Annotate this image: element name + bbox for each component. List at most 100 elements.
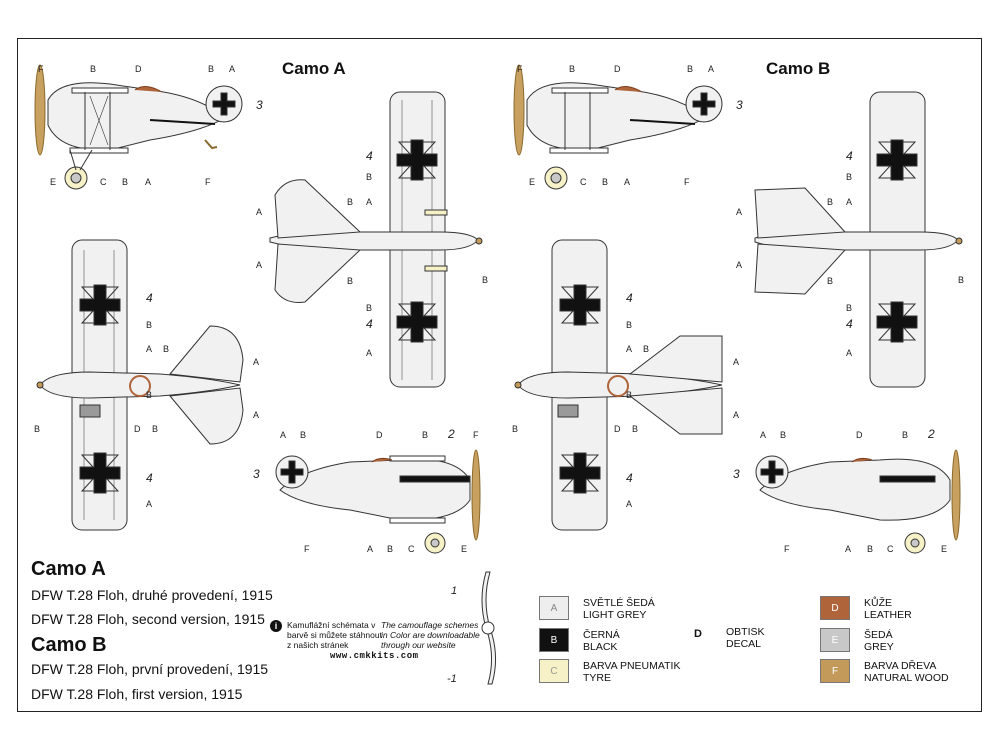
svg-text:F: F	[304, 544, 310, 554]
svg-text:A: A	[736, 207, 742, 217]
note-en-line1: The camouflage schemes	[381, 620, 479, 630]
note-en-line3: through our website	[381, 640, 456, 650]
svg-text:A: A	[624, 177, 630, 187]
svg-text:C: C	[408, 544, 415, 554]
svg-text:A: A	[146, 344, 152, 354]
camo-b-heading: Camo B	[766, 59, 831, 78]
svg-text:B: B	[512, 424, 518, 434]
camo-a-side-callouts: F B D B A 3 E C B A F	[38, 64, 263, 187]
svg-text:D: D	[134, 424, 141, 434]
svg-text:A: A	[367, 544, 373, 554]
svg-text:B: B	[146, 390, 152, 400]
svg-text:4: 4	[146, 471, 153, 485]
key-black-en: BLACK	[583, 641, 618, 653]
svg-text:2: 2	[927, 427, 935, 441]
key-grey: ŠEDÁ GREY	[864, 629, 894, 653]
legend-camo-a-title: Camo A	[31, 558, 106, 580]
svg-text:D: D	[135, 64, 142, 74]
svg-text:C: C	[100, 177, 107, 187]
svg-text:A: A	[846, 348, 852, 358]
note-cz-line1: Kamuflážní schémata v	[287, 620, 376, 630]
key-light-grey: SVĚTLÉ ŠEDÁ LIGHT GREY	[583, 597, 655, 621]
svg-text:A: A	[253, 357, 259, 367]
key-leather-cz: KŮŽE	[864, 597, 893, 609]
svg-text:B: B	[90, 64, 96, 74]
svg-text:B: B	[366, 303, 372, 313]
svg-text:-1: -1	[447, 673, 457, 685]
svg-text:B: B	[846, 172, 852, 182]
svg-text:B: B	[347, 276, 353, 286]
svg-text:4: 4	[366, 317, 373, 331]
key-leather: KŮŽE LEATHER	[864, 597, 912, 621]
svg-text:A: A	[256, 260, 262, 270]
svg-text:A: A	[845, 544, 851, 554]
legend-camo-b-line1: DFW T.28 Floh, první provedení, 1915	[31, 661, 269, 677]
svg-text:B: B	[163, 344, 169, 354]
propeller-wood	[34, 64, 46, 156]
svg-text:B: B	[300, 430, 306, 440]
svg-text:4: 4	[846, 149, 853, 163]
svg-text:B: B	[146, 320, 152, 330]
decal-marker: D	[694, 628, 702, 640]
svg-text:E: E	[529, 177, 535, 187]
svg-text:F: F	[784, 544, 790, 554]
svg-text:C: C	[887, 544, 894, 554]
svg-text:B: B	[366, 172, 372, 182]
key-decal-cz: OBTISK	[726, 626, 765, 638]
key-natural-wood-en: NATURAL WOOD	[864, 672, 949, 684]
note-en-line2: in Color are downloadable	[381, 630, 480, 640]
key-natural-wood-cz: BARVA DŘEVA	[864, 660, 937, 672]
svg-text:A: A	[229, 64, 235, 74]
key-light-grey-en: LIGHT GREY	[583, 609, 647, 621]
svg-text:3: 3	[733, 467, 740, 481]
svg-text:D: D	[614, 64, 621, 74]
swatch-black: B	[539, 628, 569, 652]
svg-text:A: A	[733, 357, 739, 367]
svg-text:B: B	[122, 177, 128, 187]
svg-text:B: B	[152, 424, 158, 434]
key-decal-en: DECAL	[726, 638, 762, 650]
svg-text:A: A	[280, 430, 286, 440]
svg-text:4: 4	[626, 471, 633, 485]
svg-text:3: 3	[253, 467, 260, 481]
svg-text:B: B	[626, 390, 632, 400]
svg-text:B: B	[569, 64, 575, 74]
camo-a-side2-callouts: A B D B 2 F 3 F A B C E	[253, 427, 479, 554]
svg-text:B: B	[958, 275, 964, 285]
note-english: The camouflage schemes in Color are down…	[381, 620, 480, 650]
svg-text:2: 2	[447, 427, 455, 441]
propeller-detail	[481, 571, 496, 685]
svg-text:B: B	[643, 344, 649, 354]
legend-camo-b-title: Camo B	[31, 634, 107, 656]
propeller-callouts: 1 -1	[447, 585, 457, 685]
swatch-light-grey: A	[539, 596, 569, 620]
svg-text:B: B	[602, 177, 608, 187]
svg-text:A: A	[846, 197, 852, 207]
camo-a-heading: Camo A	[282, 59, 346, 78]
camo-a-side-view-right	[275, 449, 481, 554]
key-tyre-cz: BARVA PNEUMATIK	[583, 660, 681, 672]
svg-text:B: B	[867, 544, 873, 554]
camo-a-top-callouts: 4 B A B A A B B 4 A B	[256, 149, 488, 358]
key-tyre: BARVA PNEUMATIK TYRE	[583, 660, 680, 684]
key-grey-cz: ŠEDÁ	[864, 629, 893, 641]
website-link[interactable]: www.cmkkits.com	[330, 651, 419, 661]
key-leather-en: LEATHER	[864, 609, 912, 621]
svg-text:E: E	[50, 177, 56, 187]
svg-text:B: B	[846, 303, 852, 313]
legend-camo-a-line2: DFW T.28 Floh, second version, 1915	[31, 611, 265, 627]
svg-text:A: A	[145, 177, 151, 187]
svg-text:A: A	[733, 410, 739, 420]
svg-text:A: A	[736, 260, 742, 270]
camo-b-side-view-right	[755, 449, 961, 554]
svg-text:E: E	[941, 544, 947, 554]
svg-text:C: C	[580, 177, 587, 187]
svg-text:B: B	[422, 430, 428, 440]
svg-text:B: B	[208, 64, 214, 74]
camo-b-side-callouts: F B D B A 3 E C B A F	[517, 64, 743, 187]
svg-text:A: A	[146, 499, 152, 509]
svg-text:B: B	[387, 544, 393, 554]
note-cz-line3: z našich stránek	[287, 640, 349, 650]
camo-b-top-callouts: 4 B A B A A B B 4 A B	[736, 149, 964, 358]
camo-b-side-view	[513, 64, 723, 190]
